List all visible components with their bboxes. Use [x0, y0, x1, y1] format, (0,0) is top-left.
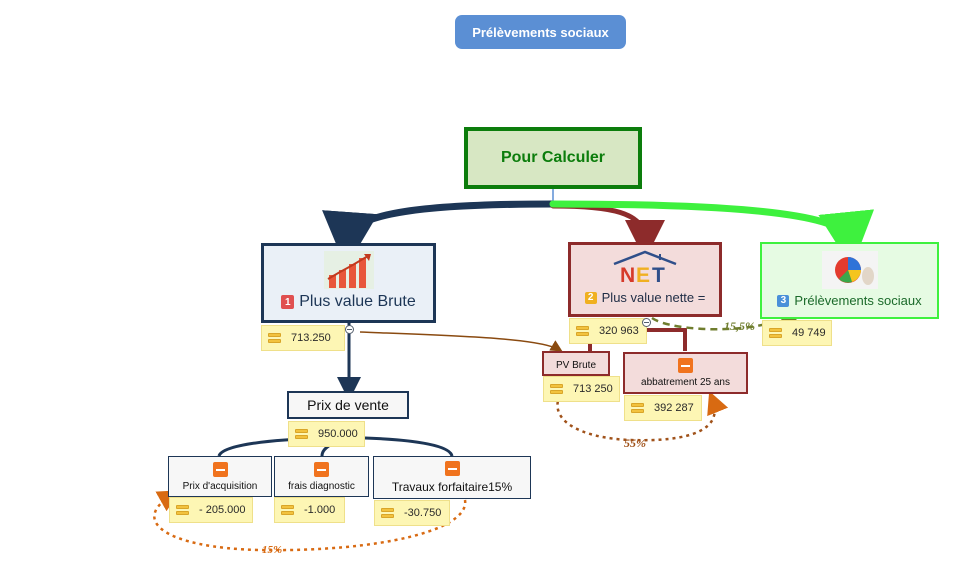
node-travaux-forfaitaire[interactable]: Travaux forfaitaire15% — [373, 456, 531, 499]
relation-abattement — [556, 391, 729, 442]
value-text: 320 963 — [599, 325, 639, 337]
relation-net-prelevements — [651, 307, 804, 331]
collapse-toggle-icon[interactable] — [642, 318, 651, 327]
note-icon — [381, 508, 394, 518]
value-tag-prix-acquisition[interactable]: - 205.000 — [169, 497, 253, 523]
connector-root-branch2 — [550, 203, 665, 260]
rising-bars-icon — [323, 251, 374, 289]
minus-icon — [444, 461, 460, 476]
branch-label: Plus value Brute — [299, 293, 416, 310]
node-prix-de-vente[interactable]: Prix de vente — [287, 391, 409, 419]
svg-text:E: E — [636, 264, 650, 286]
value-text: 49 749 — [792, 327, 826, 339]
value-tag-pv-brute[interactable]: 713 250 — [543, 376, 620, 402]
relation-pvbrute-copy — [359, 331, 563, 352]
branch-number-badge: 1 — [281, 295, 295, 309]
note-icon — [176, 505, 189, 515]
branch-number-badge: 2 — [584, 291, 597, 304]
minus-icon — [678, 358, 693, 373]
title-button[interactable]: Prélèvements sociaux — [455, 15, 626, 49]
value-text: 713.250 — [291, 332, 331, 344]
node-label: PV Brute — [555, 360, 597, 371]
collapse-toggle-icon[interactable] — [345, 325, 354, 334]
value-text: -1.000 — [304, 504, 336, 516]
percent-label-15-5: 15,5% — [724, 319, 755, 333]
value-tag-travaux[interactable]: -30.750 — [374, 500, 450, 526]
node-pv-brute[interactable]: PV Brute — [542, 351, 610, 376]
branch-prelevements-sociaux[interactable]: 3 Prélèvements sociaux — [760, 242, 939, 319]
branch-number-badge: 3 — [777, 294, 790, 307]
note-icon — [631, 403, 644, 413]
net-logo-icon: N E T — [613, 250, 677, 286]
minus-icon — [314, 462, 329, 477]
value-text: -30.750 — [404, 507, 442, 519]
connector-vente-leaf3 — [364, 436, 454, 457]
node-prix-acquisition[interactable]: Prix d'acquisition — [168, 456, 272, 497]
branch-label: Prélèvements sociaux — [794, 293, 922, 308]
note-icon — [550, 384, 563, 394]
node-label: Travaux forfaitaire15% — [391, 480, 513, 494]
value-tag-frais-diagnostic[interactable]: -1.000 — [274, 497, 345, 523]
branch-plus-value-nette[interactable]: N E T 2 Plus value nette = — [568, 242, 722, 317]
value-tag-plus-value-nette[interactable]: 320 963 — [569, 318, 647, 344]
node-label: frais diagnostic — [288, 481, 355, 492]
note-icon — [281, 505, 294, 515]
pie-chart-icon — [821, 251, 878, 289]
value-tag-prix-de-vente[interactable]: 950.000 — [288, 421, 365, 447]
percent-label-15: 15% — [262, 544, 283, 556]
note-icon — [769, 328, 782, 338]
value-tag-plus-value-brute[interactable]: 713.250 — [261, 325, 345, 351]
value-text: 713 250 — [573, 383, 613, 395]
node-frais-diagnostic[interactable]: frais diagnostic — [274, 456, 369, 497]
connector-root-branch3 — [549, 200, 874, 268]
branch-plus-value-brute[interactable]: 1 Plus value Brute — [261, 243, 436, 323]
svg-text:T: T — [652, 264, 665, 286]
value-text: 950.000 — [318, 428, 358, 440]
note-icon — [295, 429, 308, 439]
minus-icon — [212, 462, 228, 477]
svg-text:N: N — [620, 264, 635, 286]
root-node[interactable]: Pour Calculer — [464, 127, 642, 189]
node-label: abbatrement 25 ans — [641, 377, 730, 388]
value-tag-prelevements-sociaux[interactable]: 49 749 — [762, 320, 832, 346]
connector-branch2-abattement — [645, 328, 687, 351]
note-icon — [268, 333, 281, 343]
value-text: 392 287 — [654, 402, 694, 414]
node-label: Prix d'acquisition — [182, 481, 258, 492]
connector-root-branch1 — [322, 200, 557, 268]
value-tag-abattement[interactable]: 392 287 — [624, 395, 702, 421]
percent-label-55: 55% — [624, 436, 646, 450]
branch-label: Plus value nette = — [601, 290, 706, 305]
note-icon — [576, 326, 589, 336]
value-text: - 205.000 — [199, 504, 246, 516]
node-abattement[interactable]: abbatrement 25 ans — [623, 352, 748, 394]
